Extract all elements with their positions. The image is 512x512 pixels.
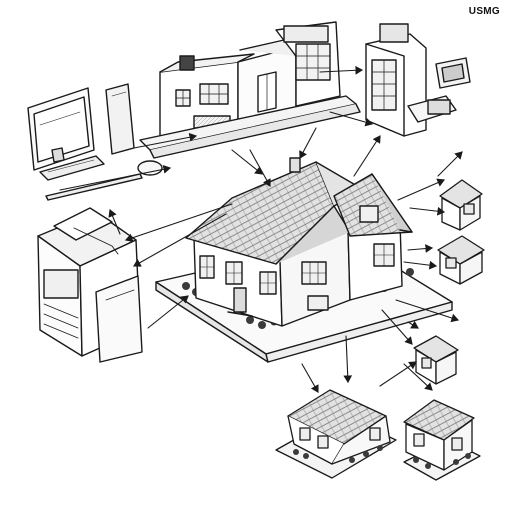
- small-booth-icon: [440, 180, 482, 230]
- office-block-icon: [140, 22, 360, 158]
- house-icon: [156, 158, 452, 362]
- house-icon: [404, 400, 480, 480]
- corner-label: USMG: [469, 6, 500, 17]
- small-booth-icon: [414, 336, 458, 384]
- office-block-icon: [366, 24, 470, 136]
- printer-machine-icon: [38, 208, 142, 362]
- small-booth-icon: [438, 236, 484, 284]
- house-icon: [276, 390, 396, 478]
